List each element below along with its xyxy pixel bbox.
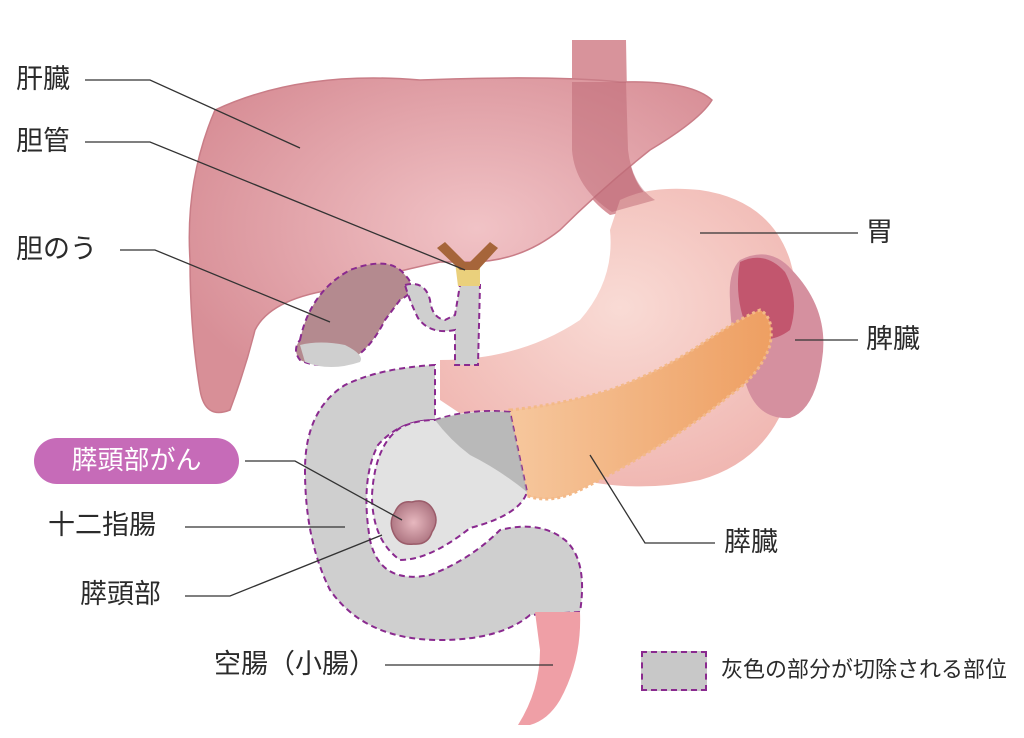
label-duodenum: 十二指腸 (48, 510, 156, 541)
label-liver: 肝臓 (16, 64, 70, 95)
legend-swatch (641, 651, 707, 691)
jejunum (518, 612, 581, 725)
legend-text: 灰色の部分が切除される部位 (721, 658, 1008, 683)
label-stomach: 胃 (866, 217, 893, 248)
cancer-highlight-pill: 膵頭部がん (34, 438, 239, 484)
label-spleen: 脾臓 (866, 324, 920, 355)
gallbladder-resected (295, 262, 413, 366)
label-pancreatic-head: 膵頭部 (80, 579, 161, 610)
label-pancreas: 膵臓 (724, 527, 778, 558)
esophagus-overlay (572, 82, 655, 212)
bile-duct-resected (403, 283, 482, 366)
duodenum-resected (303, 363, 584, 642)
pancreas (508, 308, 773, 501)
label-pancreatic-head-cancer: 膵頭部がん (71, 446, 202, 476)
label-bile-duct: 胆管 (16, 126, 70, 157)
tumor (390, 500, 437, 546)
leader-gallbladder (120, 249, 331, 323)
hepatic-ducts (437, 242, 498, 270)
leader-lines (85, 79, 858, 666)
leader-bile-duct (85, 141, 466, 271)
pancreatic-head-shadow (435, 411, 527, 492)
leader-pancreas (589, 454, 715, 544)
leader-pancreatic-head (185, 534, 383, 597)
gallbladder-lower (300, 342, 361, 367)
leader-liver (85, 79, 301, 149)
label-gallbladder: 胆のう (16, 234, 97, 265)
leader-cancer (245, 460, 403, 521)
label-jejunum: 空腸（小腸） (214, 649, 376, 680)
